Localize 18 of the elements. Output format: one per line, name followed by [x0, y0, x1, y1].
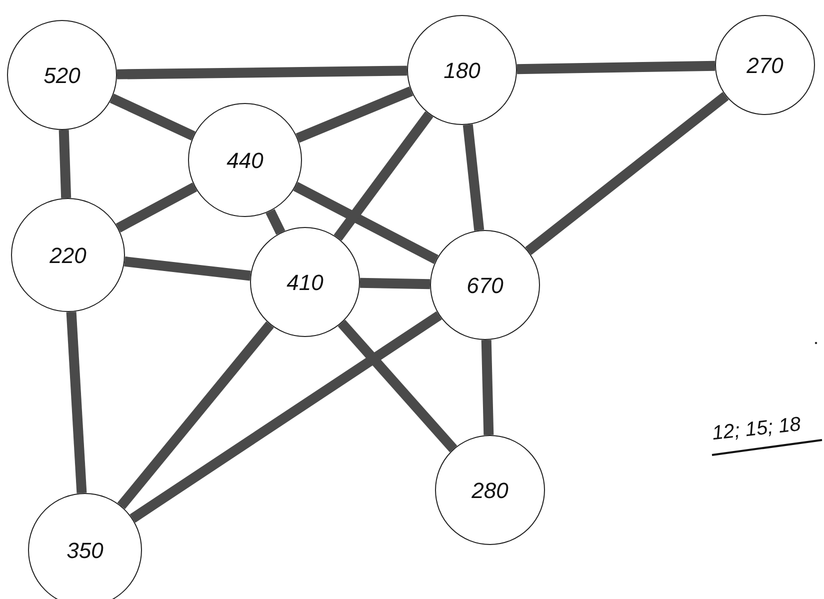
note-text: 12; 15; 18	[710, 412, 802, 447]
connector-bar	[525, 92, 729, 255]
connector-bar	[116, 182, 198, 232]
connector-bar	[130, 311, 442, 523]
connector-bar	[124, 256, 251, 281]
connector-bar	[117, 321, 274, 510]
connector-bar	[116, 66, 408, 80]
connector-bar	[66, 312, 87, 494]
connector-bar	[481, 340, 494, 436]
connector-bar	[110, 94, 196, 141]
connector-bar	[516, 60, 716, 74]
connector-bar	[296, 86, 414, 143]
connector-bar	[334, 111, 434, 241]
connector-bar	[360, 278, 430, 290]
connector-bar	[58, 130, 72, 198]
connector-bar	[462, 124, 484, 231]
connector-bar	[266, 208, 286, 235]
connector-bar	[293, 182, 439, 264]
